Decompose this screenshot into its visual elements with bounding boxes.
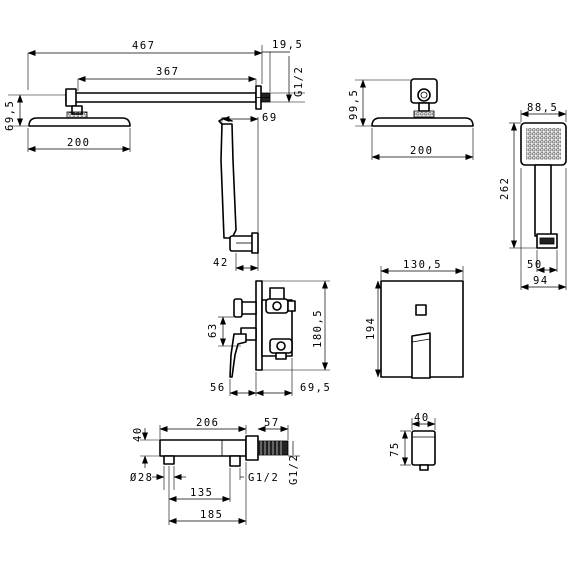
spout-flange xyxy=(245,435,259,461)
dim-hand-head-width: 88,5 xyxy=(527,102,558,114)
arm-connector xyxy=(65,88,77,107)
dim-outlet-height: 75 xyxy=(389,441,401,457)
cover-plate xyxy=(380,280,464,378)
dim-hand-length: 262 xyxy=(499,177,511,200)
square-connector xyxy=(410,78,438,104)
bath-spout-side-view: 206 57 40 Ø28 G1/2 135 185 G1/2 xyxy=(130,417,300,525)
diverter-knob xyxy=(415,304,427,316)
dim-spout-height: 40 xyxy=(132,426,144,442)
dim-outlet-width: 40 xyxy=(414,412,430,424)
dim-side-height: 99,5 xyxy=(348,89,360,120)
hand-shower-handle-side xyxy=(220,123,237,239)
dim-inlet-offset: 135 xyxy=(190,487,213,499)
dim-body-depth: 69,5 xyxy=(300,382,331,394)
dim-outlet-diameter: Ø28 xyxy=(130,472,153,484)
holder-plate xyxy=(251,232,259,254)
dim-hand-depth: 69 xyxy=(262,112,278,124)
dim-body-height: 180,5 xyxy=(312,309,324,348)
shower-head-arm-view: 467 367 19,5 G1/2 69,5 200 xyxy=(4,39,305,152)
wall-outlet-body xyxy=(411,430,436,466)
dim-plate-width: 130,5 xyxy=(403,259,442,271)
dim-flange-depth: 19,5 xyxy=(272,39,303,51)
shower-head-body-side xyxy=(371,117,474,127)
dim-hand-total-width: 94 xyxy=(533,275,549,287)
dim-spout-thread-vertical: G1/2 xyxy=(288,454,300,485)
dim-total-length: 467 xyxy=(132,40,155,52)
dim-holder-width: 42 xyxy=(213,257,229,269)
dim-thread: G1/2 xyxy=(293,66,305,97)
dim-outlet-depth: 57 xyxy=(264,417,280,429)
wall-outlet-view: 40 75 xyxy=(389,412,436,471)
spout-outlet xyxy=(163,455,175,465)
dim-head-height: 69,5 xyxy=(4,100,16,131)
dim-side-width: 200 xyxy=(410,145,433,157)
shower-head-side-view: 99,5 200 xyxy=(348,78,474,160)
lever-front xyxy=(411,332,431,379)
spout-inlet xyxy=(229,455,241,467)
dim-lever-depth: 56 xyxy=(210,382,226,394)
shower-arm xyxy=(65,92,257,103)
dim-spout-length: 206 xyxy=(196,417,219,429)
dim-holder-front-width: 50 xyxy=(527,259,543,271)
shower-head-body xyxy=(28,117,131,127)
diverter-plate-front-view: 130,5 194 xyxy=(365,259,464,379)
dim-flange-offset: 185 xyxy=(200,509,223,521)
diverter-body-side-view: 63 180,5 56 69,5 xyxy=(207,280,331,396)
lever-handle xyxy=(229,333,247,378)
hand-shower-side-view: 69 42 xyxy=(213,112,278,271)
dim-head-width: 200 xyxy=(67,137,90,149)
dim-plate-height: 194 xyxy=(365,317,377,340)
hand-shower-handle-front xyxy=(534,164,552,237)
dim-inlet-spacing: 63 xyxy=(207,322,219,338)
dim-arm-length: 367 xyxy=(156,66,179,78)
hand-shower-front-view: 88,5 262 50 94 xyxy=(499,102,567,290)
wall-plate-edge xyxy=(255,280,263,371)
dim-spout-thread-label: G1/2 xyxy=(248,472,279,484)
spout-body xyxy=(159,439,247,457)
